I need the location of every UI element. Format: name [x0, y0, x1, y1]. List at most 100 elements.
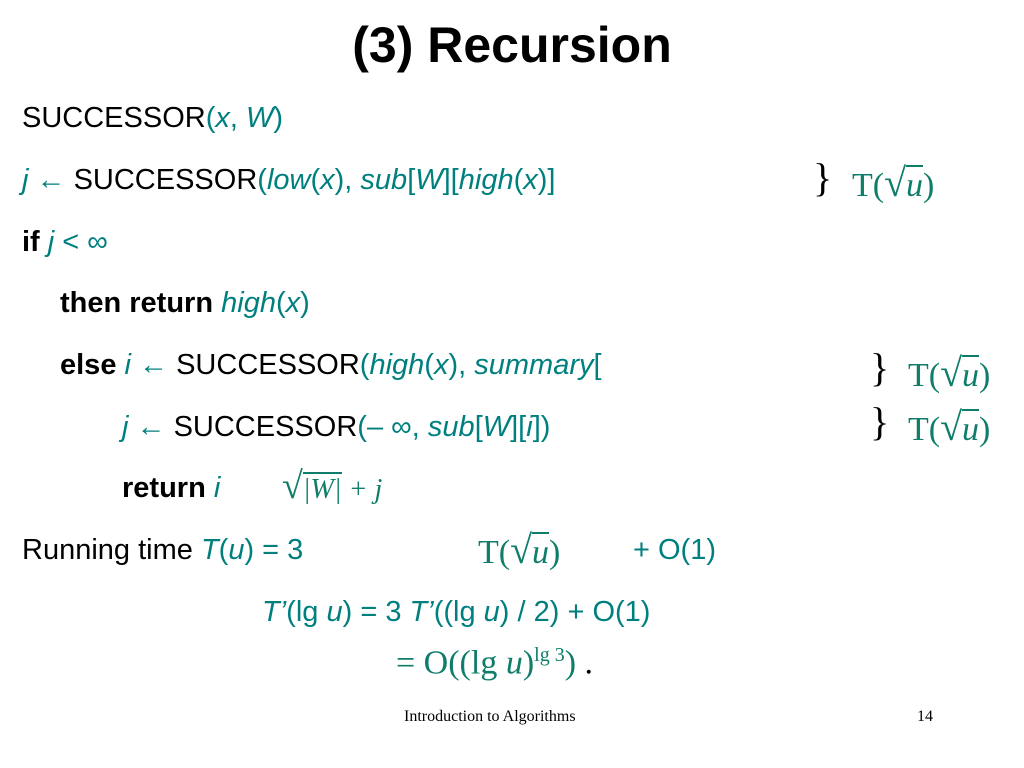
- var-x: x: [320, 164, 335, 196]
- paren: (: [513, 164, 524, 196]
- lg-open: (lg: [286, 596, 319, 628]
- hw-plus-j: + j: [348, 474, 383, 505]
- hw-paren: ): [564, 644, 577, 682]
- fn-high: high: [369, 349, 425, 381]
- hw-period: .: [584, 644, 594, 682]
- kw-then-return: then return: [60, 287, 214, 319]
- t-sqrt-u-1: T(√u): [852, 159, 934, 206]
- fn-high: high: [221, 287, 276, 319]
- var-w: W: [482, 411, 511, 443]
- hw-u: u: [906, 165, 924, 204]
- successor-name: SUCCESSOR: [73, 164, 258, 196]
- sqrt-symbol: √: [940, 404, 963, 449]
- var-u: u: [326, 596, 343, 628]
- line-running-time: Running time T(u) = 3: [22, 532, 303, 568]
- sqrt-symbol: √: [282, 465, 303, 507]
- line-j-assign: j ← SUCCESSOR(low(x), sub[W][high(x)]: [22, 162, 555, 198]
- hw-paren: ): [522, 644, 535, 682]
- paren: (: [310, 164, 321, 196]
- kw-if: if: [22, 226, 40, 258]
- brace-2: }: [870, 345, 890, 390]
- line-j-recursive: j ← SUCCESSOR(– ∞, sub[W][i]): [122, 409, 550, 445]
- var-x: x: [523, 164, 538, 196]
- paren: ): [300, 287, 310, 319]
- line-successor-signature: SUCCESSOR(x, W): [22, 100, 283, 136]
- var-i: i: [124, 349, 131, 381]
- hw-exponent: lg 3: [534, 644, 565, 666]
- paren: (: [359, 349, 370, 381]
- big-o-result: = O((lg u)lg 3) .: [396, 644, 593, 682]
- lg-open: ((lg: [433, 596, 476, 628]
- hw-abs-w: |W|: [302, 472, 342, 505]
- hw-u: u: [532, 532, 550, 571]
- var-w: W: [246, 102, 274, 134]
- hw-t: T(: [908, 357, 941, 394]
- hw-t: T(: [908, 411, 941, 448]
- line-then-return: then return high(x): [60, 285, 310, 321]
- bracket: [: [593, 349, 602, 381]
- sqrt-symbol: √: [940, 350, 963, 395]
- hw-lg-open: ((lg: [448, 644, 498, 682]
- fn-high: high: [458, 164, 514, 196]
- bracket: [: [474, 411, 483, 443]
- kw-else: else: [60, 349, 117, 381]
- var-w: W: [415, 164, 443, 196]
- bracket: )]: [537, 164, 556, 196]
- neg-infinity-arg: (– ∞,: [357, 411, 420, 443]
- line-return-i: return i: [122, 470, 220, 506]
- var-u: u: [483, 596, 500, 628]
- brace-1: }: [813, 155, 833, 200]
- paren: ),: [448, 349, 467, 381]
- paren: ),: [334, 164, 353, 196]
- hw-equals-o: = O: [396, 644, 449, 682]
- successor-name: SUCCESSOR: [22, 102, 206, 134]
- running-time-label: Running time: [22, 534, 193, 566]
- paren: (: [218, 534, 229, 566]
- t-sqrt-u-2: T(√u): [908, 349, 990, 396]
- sqrt-symbol: √: [510, 527, 533, 572]
- paren: (: [205, 102, 216, 134]
- var-x: x: [215, 102, 230, 134]
- var-i: i: [213, 472, 221, 504]
- arrow: ←: [36, 164, 66, 196]
- var-u: u: [228, 534, 245, 566]
- equals-three: ) = 3: [244, 534, 304, 566]
- hw-u: u: [962, 409, 980, 448]
- var-i: i: [526, 411, 533, 443]
- bracket: [: [407, 164, 416, 196]
- slide-title: (3) Recursion: [352, 17, 672, 73]
- equals-three: ) = 3: [342, 596, 402, 628]
- hw-u: u: [505, 644, 523, 682]
- hw-paren: ): [979, 357, 991, 394]
- t-sqrt-u-3: T(√u): [908, 403, 990, 450]
- var-x: x: [433, 349, 449, 381]
- kw-return: return: [122, 472, 206, 504]
- var-x: x: [285, 287, 301, 319]
- hw-t: T(: [478, 534, 511, 571]
- var-t-prime: T’: [409, 596, 434, 628]
- comma: ,: [229, 102, 238, 134]
- arrow: ←: [139, 349, 169, 381]
- fn-sub: sub: [360, 164, 408, 196]
- line-recurrence: T’(lg u) = 3 T’((lg u) / 2) + O(1): [262, 594, 650, 630]
- bracket: ][: [442, 164, 459, 196]
- var-j: j: [47, 226, 55, 258]
- fn-sub: sub: [427, 411, 475, 443]
- successor-name: SUCCESSOR: [173, 411, 358, 443]
- var-j: j: [122, 411, 129, 443]
- fn-low: low: [266, 164, 311, 196]
- paren: (: [275, 287, 286, 319]
- var-t: T: [200, 534, 219, 566]
- hw-paren: ): [923, 167, 935, 204]
- var-t-prime: T’: [262, 596, 287, 628]
- bracket: ][: [510, 411, 527, 443]
- paren: (: [424, 349, 434, 381]
- less-than-infinity: < ∞: [54, 226, 108, 258]
- paren: (: [257, 164, 267, 196]
- brace-3: }: [870, 399, 890, 444]
- half-plus-o1: ) / 2) + O(1): [499, 596, 651, 628]
- line-else: else i ← SUCCESSOR(high(x), summary[: [60, 347, 602, 383]
- bracket: ]): [532, 411, 551, 443]
- t-sqrt-u-4: T(√u): [478, 526, 560, 573]
- hw-paren: ): [549, 534, 561, 571]
